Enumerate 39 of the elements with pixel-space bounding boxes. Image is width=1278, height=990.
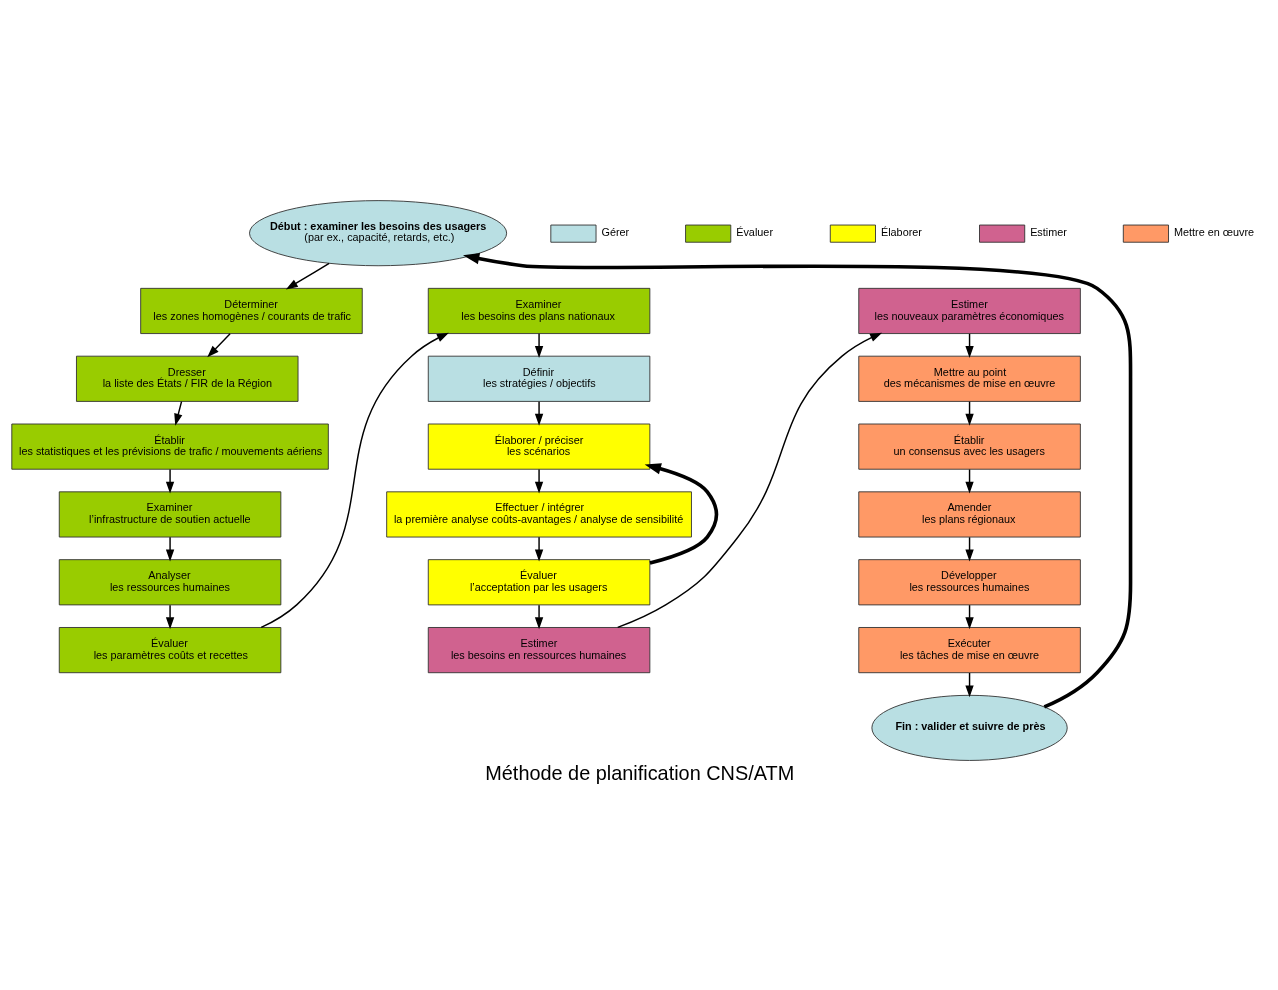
node-box: Déterminer les zones homogènes / courants de trafic (140, 287, 363, 334)
arrow (260, 332, 449, 629)
arrow (207, 333, 231, 358)
node-box: Mettre au point des mécanismes de mise en œuvre (858, 355, 1081, 402)
arrow (534, 604, 544, 630)
legend-label: Mettre en œuvre (1173, 226, 1255, 239)
node-box: Développer les ressources humaines (858, 559, 1081, 606)
node-box: Examiner l’infrastructure de soutien actuelle (58, 491, 282, 538)
caption: Méthode de planification CNS/ATM (485, 761, 795, 784)
arrow (534, 400, 544, 426)
node-box: Exécuter les tâches de mise en œuvre (858, 627, 1081, 674)
legend-label: Estimer (1030, 226, 1067, 239)
node-box: Évaluer l’acceptation par les usagers (427, 559, 651, 606)
node-box: Élaborer / préciser les scénarios (427, 423, 651, 470)
node-box: Estimer les nouveaux paramètres économiques (858, 287, 1081, 334)
node-box: Établir les statistiques et les prévisions de trafic / mouvements aériens (11, 423, 329, 470)
arrow (617, 332, 883, 629)
legend-label: Évaluer (736, 226, 773, 239)
node-box: Estimer les besoins en ressources humaines (427, 627, 651, 674)
arrow (463, 252, 1133, 709)
arrow (165, 468, 175, 494)
arrow (165, 604, 175, 630)
node-box: Évaluer les paramètres coûts et recettes (58, 627, 282, 674)
legend-label: Gérer (601, 226, 630, 239)
arrow (285, 262, 330, 290)
legend-label: Élaborer (880, 226, 922, 239)
node-box: Amender les plans régionaux (858, 491, 1081, 538)
node-box: Dresser la liste des États / FIR de la Région (76, 355, 299, 402)
arrow (644, 463, 719, 565)
node-box: Effectuer / intégrer la première analyse coûts-avantages / analyse de sensibilité (386, 491, 692, 538)
arrow (165, 536, 175, 562)
node-box: Établir un consensus avec les usagers (858, 423, 1081, 470)
node-box: Examiner les besoins des plans nationaux (427, 287, 651, 334)
arrow (534, 536, 544, 562)
node-ellipse: Fin : valider et suivre de près (871, 694, 1068, 761)
node-box: Définir les stratégies / objectifs (427, 355, 651, 402)
arrow (534, 333, 544, 358)
node-box: Analyser les ressources humaines (58, 559, 282, 606)
arrow (534, 468, 544, 494)
